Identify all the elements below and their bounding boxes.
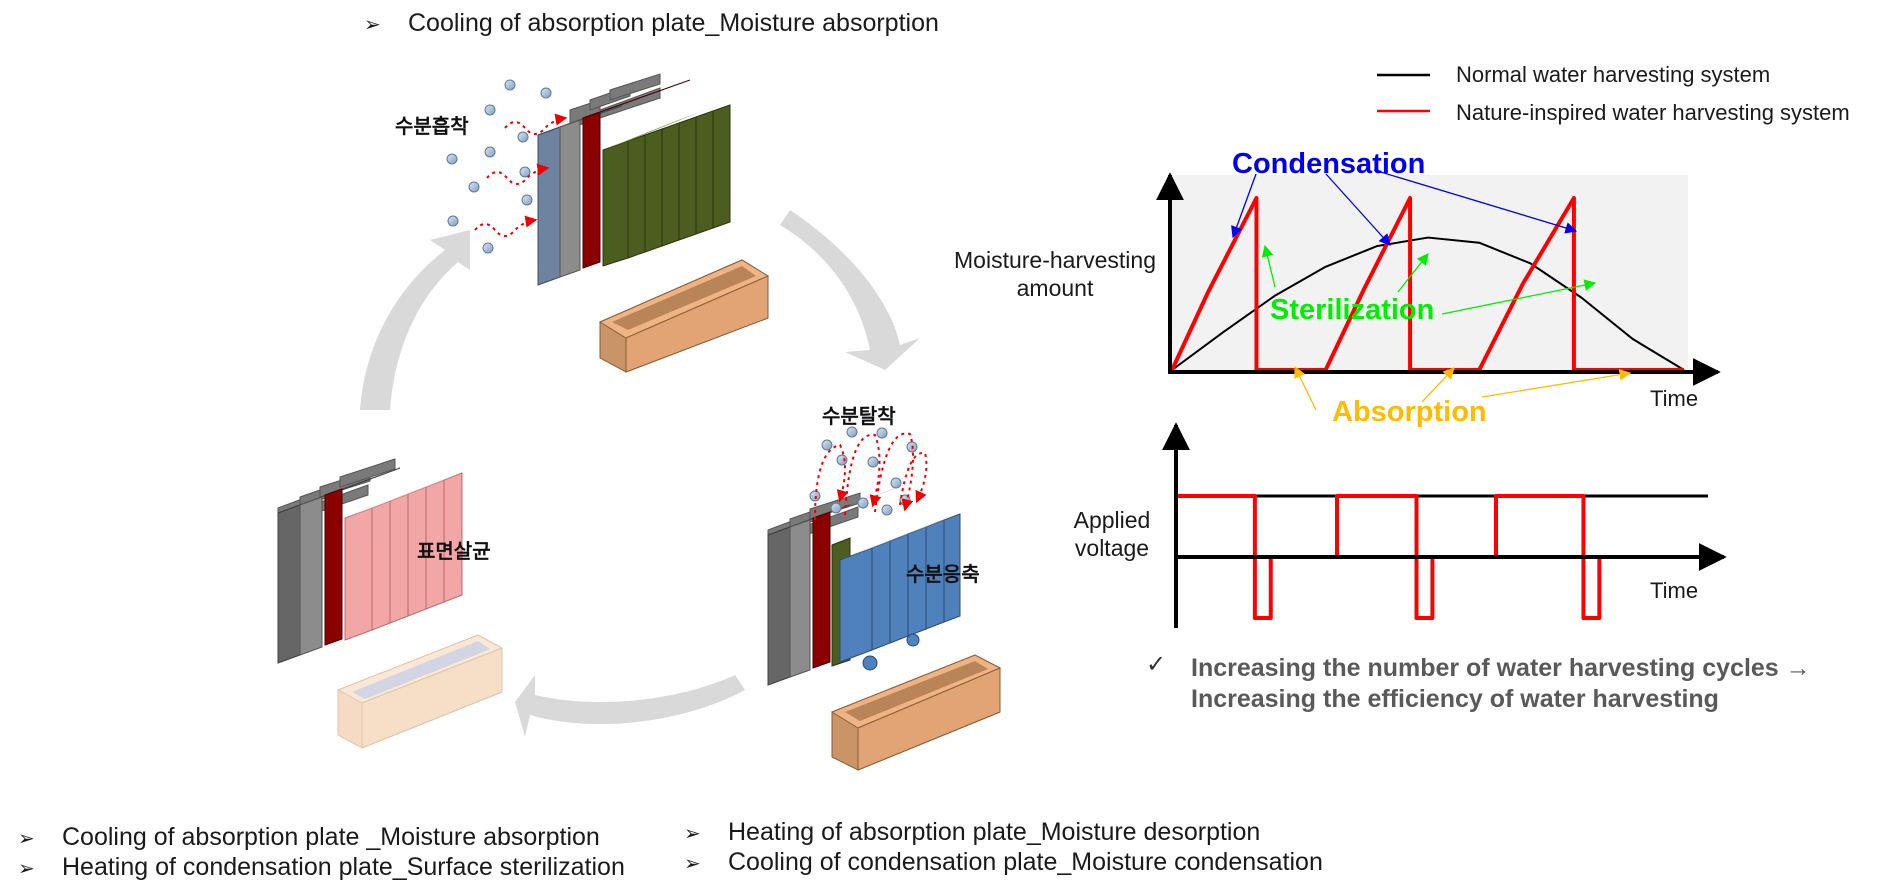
top-plate-assembly — [446, 73, 770, 373]
label-moisture-condensation: 수분응축 — [906, 562, 980, 586]
absorption-arrows — [1294, 365, 1632, 411]
conclusion-check-icon: ✓ — [1146, 650, 1167, 678]
bottom-chart-x-label: Time — [1650, 578, 1699, 603]
top-chart-series-nature-inspired — [1170, 196, 1684, 372]
left-plate-assembly — [277, 458, 504, 749]
cycle-arrow-right — [780, 210, 920, 370]
annotation-sterilization: Sterilization — [1270, 294, 1435, 326]
bottom-right-item-1: ➢Heating of absorption plate_Moisture de… — [684, 818, 1261, 846]
desorption-flow-arrows — [814, 432, 928, 521]
label-moisture-desorption: 수분탈착 — [822, 404, 896, 428]
top-chart-plot-area — [1170, 175, 1688, 370]
label-surface-sterilization: 표면살균 — [417, 539, 491, 563]
right-plate-assembly — [767, 426, 1002, 771]
label-moisture-absorption: 수분흡착 — [395, 114, 469, 138]
water-molecules-top — [446, 79, 552, 254]
sterilization-arrows — [1261, 244, 1597, 315]
top-water-tray — [598, 259, 770, 373]
water-molecules-right — [809, 426, 918, 516]
absorption-flow-arrows — [474, 113, 568, 237]
conclusion-line-2: Increasing the efficiency of water harve… — [1191, 685, 1719, 713]
legend — [1377, 73, 1430, 113]
bottom-chart — [1162, 422, 1727, 628]
top-chart — [1156, 169, 1721, 411]
left-water-tray — [336, 634, 504, 749]
annotation-condensation: Condensation — [1232, 148, 1426, 180]
bottom-left-item-1: ➢Cooling of absorption plate _Moisture a… — [18, 823, 600, 851]
conclusion-line-1: Increasing the number of water harvestin… — [1191, 654, 1811, 682]
bottom-left-item-2: ➢Heating of condensation plate_Surface s… — [18, 853, 625, 881]
bottom-right-item-2: ➢Cooling of condensation plate_Moisture … — [684, 848, 1323, 876]
bullet-marker: ➢ — [364, 12, 381, 36]
bottom-chart-series-nature-inspired — [1178, 494, 1661, 620]
condensed-droplets — [862, 633, 920, 671]
right-water-tray — [830, 654, 1002, 771]
top-chart-x-label: Time — [1650, 386, 1699, 411]
legend-label-nature: Nature-inspired water harvesting system — [1456, 100, 1850, 125]
top-caption: ➢Cooling of absorption plate_Moisture ab… — [364, 9, 939, 37]
cycle-arrow-left — [360, 230, 470, 410]
annotation-absorption: Absorption — [1332, 396, 1487, 428]
top-chart-y-label: Moisture-harvesting amount — [954, 247, 1156, 301]
cycle-arrow-bottom — [515, 675, 745, 737]
legend-label-normal: Normal water harvesting system — [1456, 62, 1771, 87]
bottom-chart-y-label: Applied voltage — [1073, 507, 1151, 561]
condensation-arrows — [1231, 169, 1578, 246]
cycle-arrows — [360, 210, 920, 737]
